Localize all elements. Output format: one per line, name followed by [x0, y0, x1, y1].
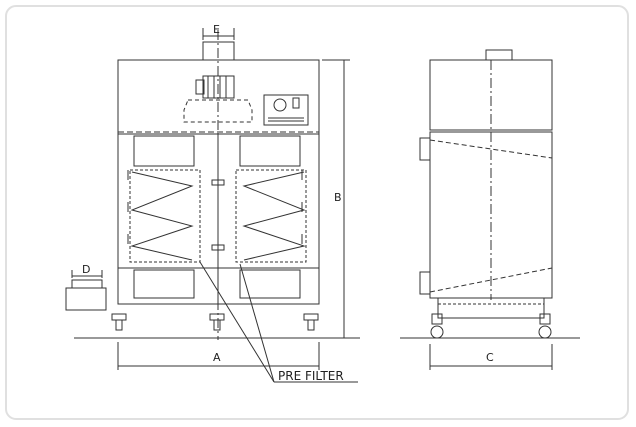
- dimension-label-b: B: [334, 191, 342, 204]
- front-view: [65, 30, 360, 340]
- side-view: [400, 49, 580, 339]
- dimension-label-e: E: [213, 23, 220, 36]
- dimension-label-c: C: [486, 351, 494, 364]
- dimension-lines-side: [429, 344, 553, 370]
- dimension-lines-front: [71, 28, 358, 383]
- dimension-label-d: D: [82, 263, 91, 276]
- drawing-frame: [5, 5, 629, 420]
- pre-filter-callout: PRE FILTER: [278, 369, 344, 383]
- dimension-label-a: A: [213, 351, 221, 364]
- control-panel: [263, 94, 309, 126]
